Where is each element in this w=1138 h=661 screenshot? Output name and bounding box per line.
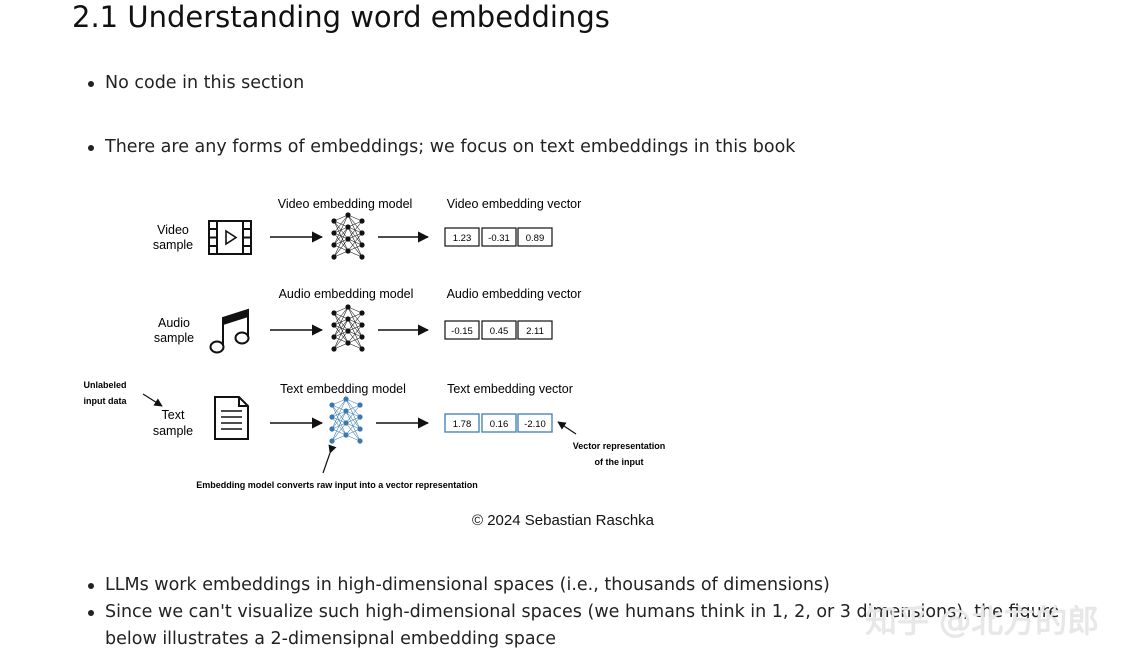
video-input-label-2: sample [153, 238, 193, 252]
music-note-icon [209, 308, 250, 354]
video-model-label: Video embedding model [278, 197, 413, 211]
vector-value: 2.11 [526, 326, 544, 337]
bullet-item: There are any forms of embeddings; we fo… [87, 134, 795, 161]
bullet-item: No code in this section [87, 70, 304, 97]
video-vector-label: Video embedding vector [447, 197, 582, 211]
bullet-item: LLMs work embeddings in high-dimensional… [88, 572, 1115, 599]
annotation-arrow [557, 421, 577, 435]
unlabeled-annotation: Unlabeled [83, 380, 126, 390]
audio-input-label-2: sample [154, 331, 194, 345]
vector-value: 0.89 [526, 233, 545, 244]
neural-network-icon [330, 211, 366, 261]
video-row: Video sample Video embedding model Video… [153, 197, 582, 261]
bullet-list-top: No code in this section [87, 70, 304, 97]
annotation-arrow [322, 444, 337, 474]
text-model-label: Text embedding model [280, 382, 406, 396]
video-file-icon [208, 220, 252, 255]
embedding-figure: Video sample Video embedding model Video… [70, 185, 710, 535]
vector-value: -0.31 [488, 233, 510, 244]
vector-value: 0.45 [490, 326, 509, 337]
neural-network-icon [330, 303, 366, 353]
text-row: Unlabeled input data Text sample Text em… [83, 380, 665, 490]
bullet-item: Since we can't visualize such high-dimen… [88, 599, 1115, 653]
annotation-arrow [142, 393, 163, 407]
bullet-list-top-2: There are any forms of embeddings; we fo… [87, 134, 795, 161]
audio-input-label: Audio [158, 316, 190, 330]
document-icon [214, 396, 249, 440]
copyright-notice: © 2024 Sebastian Raschka [472, 512, 655, 529]
audio-row: Audio sample Audio embedding model Audio… [154, 287, 582, 354]
section-heading: 2.1 Understanding word embeddings [72, 0, 610, 34]
vector-value: -2.10 [524, 419, 546, 430]
text-vector-label: Text embedding vector [447, 382, 573, 396]
model-annotation: Embedding model converts raw input into … [196, 480, 478, 490]
vector-annotation-2: of the input [595, 457, 644, 467]
vector-value: 0.16 [490, 419, 509, 430]
text-input-label-2: sample [153, 424, 193, 438]
watermark: 知乎 @北方的郎 [865, 602, 1100, 640]
audio-model-label: Audio embedding model [279, 287, 414, 301]
vector-value: 1.23 [453, 233, 472, 244]
vector-value: -0.15 [451, 326, 473, 337]
audio-vector-label: Audio embedding vector [447, 287, 582, 301]
neural-network-icon [328, 395, 364, 445]
text-input-label: Text [162, 408, 185, 422]
bullet-list-bottom: LLMs work embeddings in high-dimensional… [88, 572, 1115, 653]
unlabeled-annotation-2: input data [84, 396, 128, 406]
video-input-label: Video [157, 223, 189, 237]
vector-annotation: Vector representation [573, 441, 666, 451]
vector-value: 1.78 [453, 419, 472, 430]
